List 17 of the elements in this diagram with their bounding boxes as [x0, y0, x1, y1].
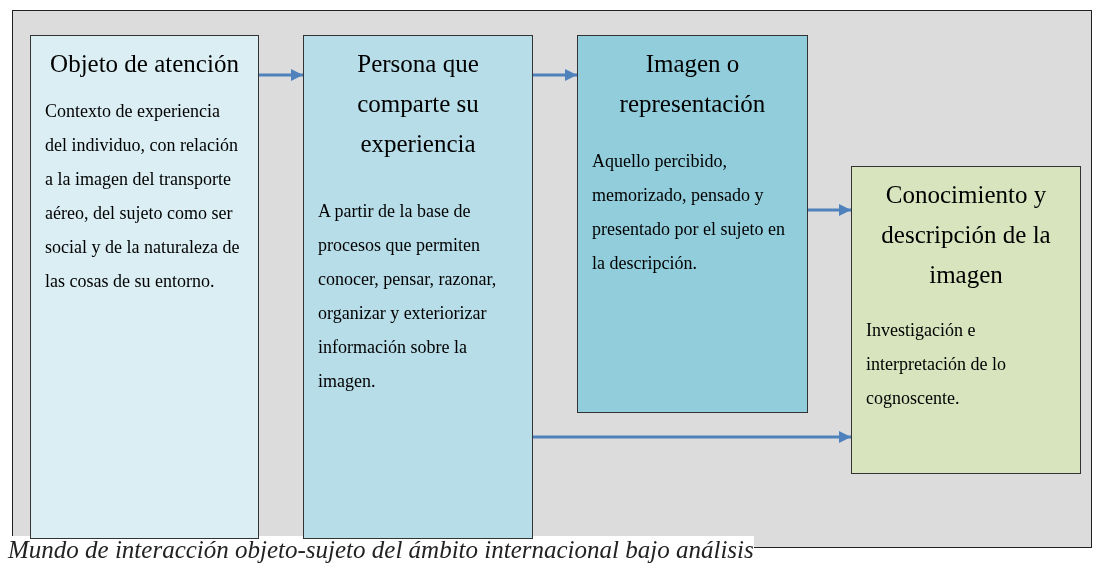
process-box: [30, 35, 259, 539]
process-box: [303, 35, 533, 539]
arrow: [533, 431, 851, 443]
arrow: [808, 204, 851, 216]
box-title: Imagen o representación: [618, 49, 767, 119]
box-description: A partir de la base de procesos que permiten conocer, pensar, razonar, organizar y exteriorizar información sobre la imagen.: [318, 200, 498, 393]
arrow: [259, 69, 303, 81]
box-description: Contexto de experiencia del individuo, con relación a la imagen del transporte aéreo, del sujeto como ser social y de la naturaleza de las cosas de su entorno.: [45, 100, 241, 293]
box-title: Persona que comparte su experiencia: [356, 49, 480, 159]
box-description: Aquello percibido, memorizado, pensado y presentado por el sujeto en la descripción.: [592, 150, 786, 275]
box-title: Conocimiento y descripción de la imagen: [880, 180, 1052, 290]
process-box: [851, 166, 1081, 474]
box-title: Objeto de atención: [49, 49, 240, 79]
arrow: [533, 69, 577, 81]
process-box: [577, 35, 808, 413]
figure-caption: Mundo de interacción objeto-sujeto del ámbito internacional bajo análisis: [8, 536, 754, 564]
box-description: Investigación e interpretación de lo cognoscente.: [866, 319, 1007, 410]
